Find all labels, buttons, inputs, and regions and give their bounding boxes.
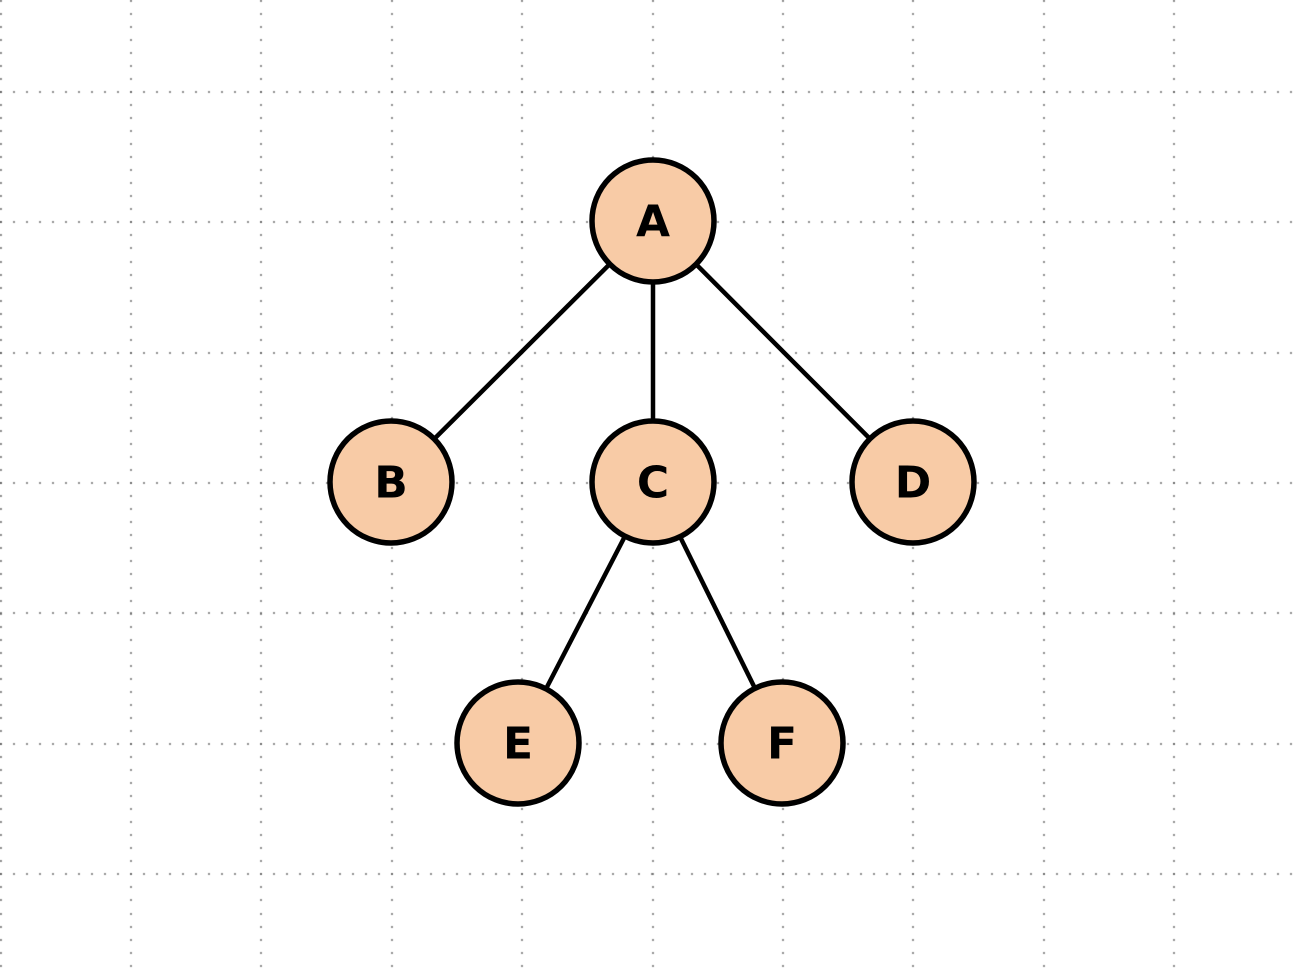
graph-node-c[interactable]: C [589, 418, 717, 546]
node-circle-f[interactable] [718, 679, 846, 807]
node-circle-b[interactable] [327, 418, 455, 546]
node-label-d: D [895, 458, 932, 509]
node-circle-d[interactable] [849, 418, 977, 546]
node-circle-c[interactable] [589, 418, 717, 546]
node-circle-e[interactable] [454, 679, 582, 807]
graph-node-b[interactable]: B [327, 418, 455, 546]
node-label-a: A [636, 197, 670, 248]
graph-node-e[interactable]: E [454, 679, 582, 807]
graph-node-a[interactable]: A [589, 157, 717, 285]
nodes-group: A B C D E F [327, 157, 977, 807]
node-label-f: F [767, 719, 797, 770]
node-label-e: E [503, 719, 533, 770]
node-label-c: C [637, 458, 669, 509]
node-label-b: B [374, 458, 408, 509]
graph-node-d[interactable]: D [849, 418, 977, 546]
graph-node-f[interactable]: F [718, 679, 846, 807]
node-circle-a[interactable] [589, 157, 717, 285]
